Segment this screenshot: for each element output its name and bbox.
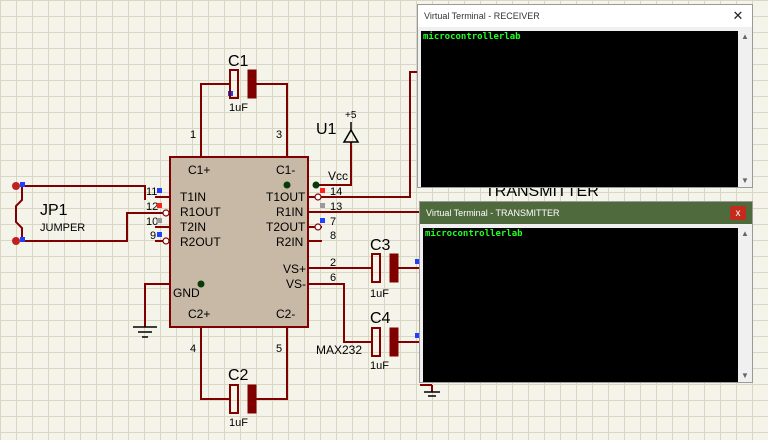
pin-number-12: 12 <box>146 201 158 213</box>
pin-number-14: 14 <box>330 186 342 198</box>
gnd-label: GND <box>173 286 200 300</box>
jp1-ref: JP1 <box>40 202 68 219</box>
junction-dots <box>12 181 320 288</box>
receiver-close-button[interactable]: ✕ <box>732 8 744 23</box>
capacitor-c2[interactable] <box>229 384 257 414</box>
scroll-down-icon[interactable]: ▼ <box>741 371 749 380</box>
r1in-label: R1IN <box>276 205 303 219</box>
ic-part-label: MAX232 <box>316 343 362 357</box>
jp1-value: JUMPER <box>40 222 85 234</box>
transmitter-scrollbar[interactable]: ▲ ▼ <box>739 228 751 382</box>
c3-value: 1uF <box>370 288 389 300</box>
c4-ref: C4 <box>370 310 391 327</box>
pin-number-4: 4 <box>190 343 196 355</box>
t2out-label: T2OUT <box>266 220 306 234</box>
capacitor-c4[interactable] <box>371 327 399 357</box>
pin-number-6: 6 <box>330 272 336 284</box>
c3-ref: C3 <box>370 237 391 254</box>
pin-number-5: 5 <box>276 343 282 355</box>
receiver-title-bar[interactable]: Virtual Terminal - RECEIVER ✕ <box>418 5 752 27</box>
r2out-label: R2OUT <box>180 235 221 249</box>
pin-number-9: 9 <box>150 230 156 242</box>
receiver-title: Virtual Terminal - RECEIVER <box>424 11 540 21</box>
transmitter-close-button[interactable]: x <box>730 206 746 220</box>
c1m-label: C1- <box>276 163 295 177</box>
transmitter-output-text: microcontrollerlab <box>425 229 523 239</box>
transmitter-title: Virtual Terminal - TRANSMITTER <box>426 208 560 218</box>
transmitter-terminal-window[interactable]: Virtual Terminal - TRANSMITTER x microco… <box>419 201 753 383</box>
scroll-up-icon[interactable]: ▲ <box>741 229 749 238</box>
c2-ref: C2 <box>228 367 249 384</box>
c1-ref: C1 <box>228 53 249 70</box>
scroll-down-icon[interactable]: ▼ <box>741 176 749 185</box>
c4-value: 1uF <box>370 360 389 372</box>
c1-value: 1uF <box>229 102 248 114</box>
transmitter-terminal-screen[interactable]: microcontrollerlab <box>423 228 738 382</box>
vsp-label: VS+ <box>283 262 306 276</box>
power-label: +5 <box>345 110 357 121</box>
capacitor-c3[interactable] <box>371 253 399 283</box>
pin-number-10: 10 <box>146 216 158 228</box>
pin-number-2: 2 <box>330 257 336 269</box>
scroll-up-icon[interactable]: ▲ <box>741 32 749 41</box>
c2m-label: C2- <box>276 307 295 321</box>
capacitor-c1[interactable] <box>229 69 257 99</box>
pin-number-13: 13 <box>330 201 342 213</box>
t1out-label: T1OUT <box>266 190 306 204</box>
pin-number-1: 1 <box>190 129 196 141</box>
pin-number-7: 7 <box>330 216 336 228</box>
receiver-scrollbar[interactable]: ▲ ▼ <box>739 31 751 187</box>
vsm-label: VS- <box>286 277 306 291</box>
t2in-label: T2IN <box>180 220 206 234</box>
pin-number-11: 11 <box>146 186 157 198</box>
pin-state-markers <box>20 91 420 338</box>
power-supply-symbol[interactable] <box>342 122 360 143</box>
t1in-label: T1IN <box>180 190 206 204</box>
transmitter-title-bar[interactable]: Virtual Terminal - TRANSMITTER x <box>420 202 752 224</box>
c1p-label: C1+ <box>188 163 210 177</box>
r1out-label: R1OUT <box>180 205 221 219</box>
pin-terminals <box>162 193 322 245</box>
r2in-label: R2IN <box>276 235 303 249</box>
c2p-label: C2+ <box>188 307 210 321</box>
c2-value: 1uF <box>229 417 248 429</box>
receiver-terminal-window[interactable]: Virtual Terminal - RECEIVER ✕ microcontr… <box>417 4 753 188</box>
receiver-terminal-screen[interactable]: microcontrollerlab <box>421 31 738 187</box>
ic-ref-label: U1 <box>316 121 337 138</box>
ground-symbol <box>133 326 440 397</box>
receiver-output-text: microcontrollerlab <box>423 32 521 42</box>
pin-number-8: 8 <box>330 230 336 242</box>
vcc-label: Vcc <box>328 169 348 183</box>
pin-number-3: 3 <box>276 129 282 141</box>
